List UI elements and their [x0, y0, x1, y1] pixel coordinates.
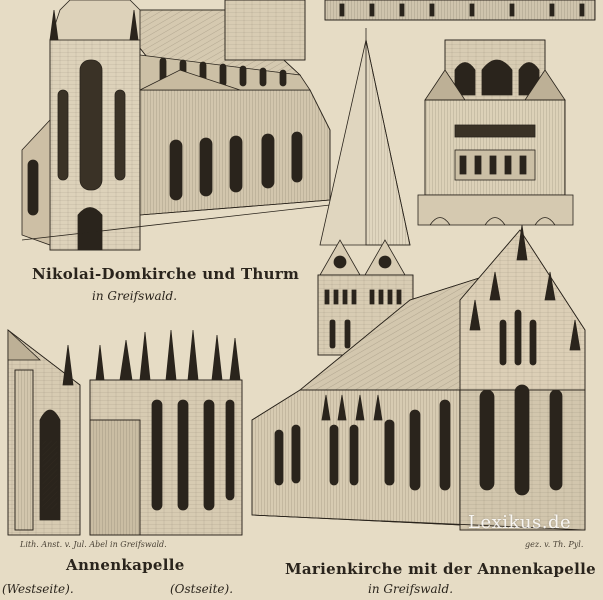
lithograph-credit: Lith. Anst. v. Jul. Abel in Greifswald. — [20, 540, 167, 549]
marienkirche-illustration — [251, 28, 586, 531]
watermark-logo: Lexikus.de — [468, 512, 572, 533]
ostseite-caption: (Ostseite). — [170, 582, 234, 596]
artist-credit: gez. v. Th. Pyl. — [525, 540, 584, 549]
westseite-caption: (Westseite). — [2, 582, 74, 596]
marienkirche-title-caption: Marienkirche mit der Annenkapelle — [285, 560, 596, 578]
top-right-building-fragment — [324, 0, 596, 21]
annenkapelle-ostseite-illustration — [89, 329, 243, 536]
nikolai-domkirche-illustration — [21, 0, 331, 251]
tower-detail-illustration — [417, 39, 574, 226]
annenkapelle-caption: Annenkapelle — [66, 556, 185, 574]
marienkirche-subtitle-caption: in Greifswald. — [368, 582, 454, 596]
annenkapelle-westseite-illustration — [7, 329, 81, 536]
nikolai-title-caption: Nikolai-Domkirche und Thurm — [32, 265, 300, 283]
nikolai-subtitle-caption: in Greifswald. — [92, 289, 178, 303]
